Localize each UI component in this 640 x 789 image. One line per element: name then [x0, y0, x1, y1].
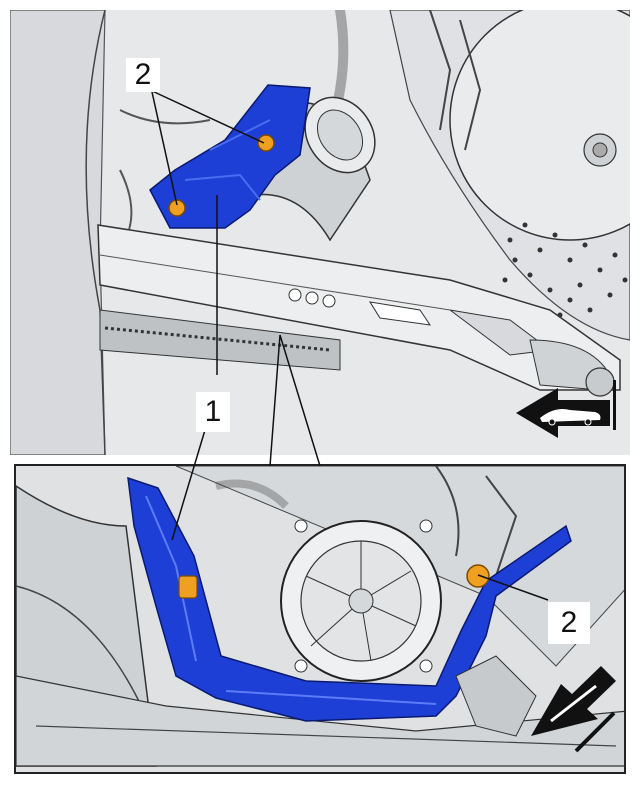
car-arrow-left-icon — [516, 380, 616, 438]
nut-detail-left — [178, 575, 198, 599]
callout-label-1: 1 — [196, 392, 230, 432]
overview-illustration — [10, 10, 630, 455]
callout-label-2-bottom: 2 — [548, 602, 590, 644]
brake-disc — [449, 10, 630, 241]
detail-drawing — [16, 466, 624, 772]
car-arrow-down-left-icon — [531, 666, 616, 753]
detail-illustration — [14, 464, 626, 774]
callout-label-2-top: 2 — [126, 58, 160, 92]
heat-shield-bracket-detail — [127, 476, 572, 722]
